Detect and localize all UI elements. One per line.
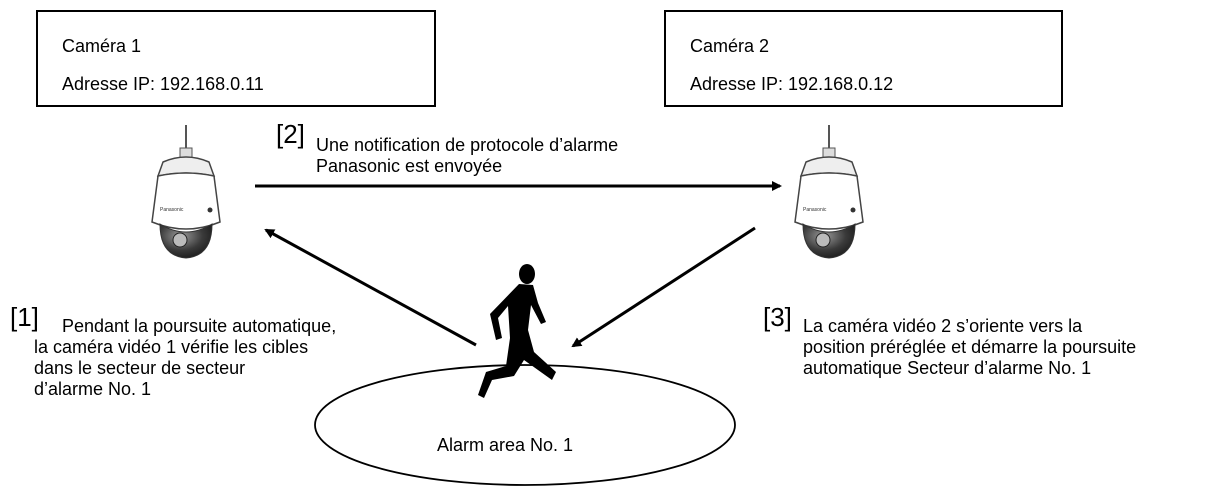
step-2-text: Une notification de protocole d’alarme P… — [316, 135, 618, 177]
step-1-text: Pendant la poursuite automatique, la cam… — [34, 316, 337, 400]
camera1-ip: Adresse IP: 192.168.0.11 — [62, 74, 264, 94]
step-3-line-1: La caméra vidéo 2 s’oriente vers la — [803, 316, 1083, 336]
step-3-line-2: position préréglée et démarre la poursui… — [803, 337, 1137, 357]
step-1-line-3: dans le secteur de secteur — [34, 358, 246, 378]
camera2-brand-logo: Panasonic — [803, 207, 827, 213]
step-1-line-2: la caméra vidéo 1 vérifie les cibles — [34, 337, 309, 357]
camera2-dome-icon: Panasonic — [794, 125, 864, 259]
camera1-name: Caméra 1 — [62, 36, 142, 56]
camera1-dome-icon: Panasonic — [151, 125, 221, 259]
camera2-aim-arrow — [571, 226, 756, 348]
step-1-line-1: Pendant la poursuite automatique, — [62, 316, 337, 336]
camera2-ip: Adresse IP: 192.168.0.12 — [690, 74, 894, 94]
camera2-info-box: Caméra 2 Adresse IP: 192.168.0.12 — [664, 10, 1063, 107]
detection-arrow — [264, 228, 477, 347]
step-3-number: [3] — [763, 302, 792, 332]
alarm-area-label: Alarm area No. 1 — [437, 435, 574, 455]
camera1-info-box: Caméra 1 Adresse IP: 192.168.0.11 — [36, 10, 436, 107]
step-3-line-3: automatique Secteur d’alarme No. 1 — [803, 358, 1092, 378]
camera2-name: Caméra 2 — [690, 36, 770, 56]
camera1-brand-logo: Panasonic — [160, 207, 184, 213]
step-2-number: [2] — [276, 119, 305, 149]
running-person-icon — [478, 264, 556, 398]
step-1-line-4: d’alarme No. 1 — [34, 379, 152, 399]
step-1-number: [1] — [10, 302, 39, 332]
alarm-area-ellipse — [314, 364, 736, 486]
step-3-text: La caméra vidéo 2 s’oriente vers la posi… — [803, 316, 1136, 379]
step-2-line-2: Panasonic est envoyée — [316, 156, 503, 176]
step-2-line-1: Une notification de protocole d’alarme — [316, 135, 619, 155]
